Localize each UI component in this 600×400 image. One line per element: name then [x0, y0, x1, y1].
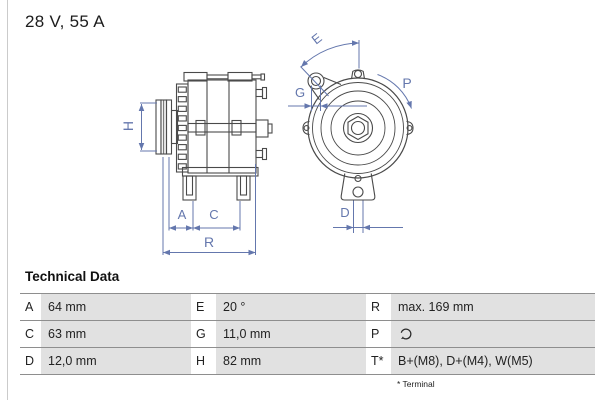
spec-label-R: R [366, 294, 391, 321]
dimension-D [333, 200, 403, 233]
spec-label-D: D [20, 348, 41, 375]
spec-value-D: 12,0 mm [41, 348, 191, 375]
dimension-H [138, 102, 157, 152]
shaft-hex-nut [347, 115, 369, 141]
alternator-side-view [155, 71, 273, 201]
technical-data-title: Technical Data [25, 269, 120, 284]
dimension-G [288, 85, 367, 111]
alternator-technical-drawing: H A C R E G P D [120, 30, 414, 256]
dimension-R [162, 157, 256, 256]
voltage-current-rating: 28 V, 55 A [25, 12, 105, 31]
spec-value-G: 11,0 mm [216, 321, 366, 348]
dim-label-A: A [178, 207, 187, 222]
spec-value-C: 63 mm [41, 321, 191, 348]
dimension-P-rotation-arrow [377, 74, 412, 109]
spec-value-A: 64 mm [41, 294, 191, 321]
spec-label-P: P [366, 321, 391, 348]
rotation-direction-icon [400, 328, 412, 340]
technical-data-section: Technical Data A 64 mm E 20 ° R max. 169… [20, 269, 595, 389]
spec-value-R: max. 169 mm [391, 294, 595, 321]
dim-label-D: D [340, 205, 349, 220]
dim-label-P: P [402, 75, 411, 91]
belt-pulley [155, 99, 179, 155]
dimension-E [300, 40, 360, 97]
dimension-A-C [168, 157, 241, 231]
page-left-border [7, 0, 8, 400]
dim-label-R: R [204, 234, 214, 250]
spec-value-E: 20 ° [216, 294, 366, 321]
dim-label-E: E [309, 30, 325, 47]
spec-value-T: B+(M8), D+(M4), W(M5) [391, 348, 595, 375]
spec-value-H: 82 mm [216, 348, 366, 375]
dimension-lines [138, 40, 412, 256]
fan-fins [175, 83, 189, 173]
arm-hole [310, 75, 322, 87]
spec-label-T: T* [366, 348, 391, 375]
dim-label-C: C [209, 207, 218, 222]
spec-label-G: G [191, 321, 216, 348]
alternator-front-view [302, 69, 414, 201]
spec-value-P [391, 321, 595, 348]
dim-label-G: G [295, 85, 305, 100]
technical-data-table: A 64 mm E 20 ° R max. 169 mm C 63 mm G 1… [20, 293, 595, 375]
dim-label-H: H [120, 121, 136, 131]
spec-label-A: A [20, 294, 41, 321]
spec-label-E: E [191, 294, 216, 321]
spec-label-H: H [191, 348, 216, 375]
terminal-footnote: * Terminal [397, 379, 435, 389]
spec-label-C: C [20, 321, 41, 348]
